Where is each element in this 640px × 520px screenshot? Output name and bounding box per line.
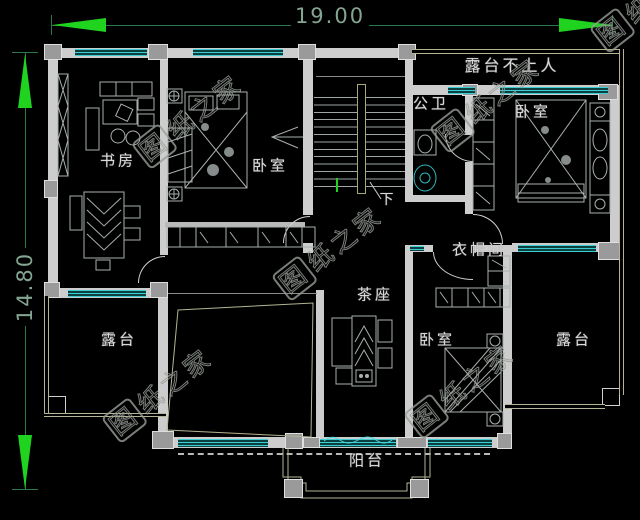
wall-stair-west [405, 48, 413, 196]
room-label-bedroom-bottom: 卧室 [418, 330, 456, 349]
wall-east-bedroom [610, 85, 620, 247]
window-bedroom2-north [500, 87, 608, 94]
dimension-arrow-up [18, 54, 32, 108]
window-terrace-bl [68, 290, 146, 297]
wall-bedroom1-east [303, 58, 313, 215]
bedroom1-bed [166, 88, 303, 202]
top-dimension-tick-left [51, 15, 52, 35]
study-wardrobe [69, 191, 141, 271]
dimension-arrow-right [559, 18, 613, 32]
column [497, 433, 512, 449]
hall-cabinet [166, 226, 316, 248]
balcony-post [284, 479, 303, 498]
bedroom2-side-units [589, 102, 611, 214]
bathroom-toilet [413, 129, 437, 156]
column [303, 437, 320, 448]
column [44, 180, 58, 198]
room-label-bedroom-top-right: 卧室 [514, 102, 552, 121]
column [285, 433, 303, 449]
stair-treads-right [366, 97, 405, 193]
hall-void-edge [165, 293, 317, 294]
window-closet-small [410, 246, 424, 251]
parapet-terrace-br-south [505, 404, 605, 409]
window-south-right [428, 439, 492, 447]
column [44, 282, 60, 298]
room-label-study: 书房 [99, 151, 137, 170]
west-wall-brace [57, 73, 69, 177]
closet-racks [435, 255, 511, 308]
left-dimension-tick-bottom [12, 489, 38, 490]
stairwell-top-edge [316, 76, 405, 77]
width-dimension-text: 19.00 [290, 4, 370, 28]
parapet-terrace-bl-west [44, 296, 49, 414]
wall-west [48, 48, 58, 298]
window-study-north [75, 49, 147, 56]
bedroom2-wardrobe [472, 97, 495, 211]
stair-treads-left [314, 97, 357, 193]
parapet-roof-terrace-north [412, 49, 622, 54]
tea-area-furniture [331, 315, 393, 387]
window-bedroom2-terrace [518, 245, 596, 252]
wall-bedroom-terrace-divider [503, 252, 512, 448]
wall-bath-east-upper [465, 95, 473, 135]
room-label-tea-area: 茶座 [356, 285, 394, 304]
wall-lower-west [158, 288, 168, 448]
stair-down-arrow [369, 181, 382, 200]
bedroom3-bed [444, 333, 504, 427]
stair-stringer [357, 84, 366, 194]
parapet-corner-post [602, 388, 620, 406]
column [298, 44, 316, 60]
bedroom2-bed [515, 99, 587, 203]
window-south-middle [320, 439, 396, 447]
column [44, 44, 62, 60]
eave-dashed-line [178, 453, 490, 455]
room-label-terrace-bottom-left: 露台 [100, 330, 138, 349]
parapet-terrace-bl-south [44, 413, 166, 417]
window-bath-north [448, 87, 475, 94]
wall-study-east-upper [160, 58, 168, 255]
bathroom-sink [413, 164, 437, 192]
column [152, 431, 174, 449]
wall-bath-south [405, 195, 467, 202]
column [148, 44, 168, 60]
room-label-bedroom-top-middle: 卧室 [251, 156, 289, 175]
wall-bath-east-lower [465, 162, 473, 214]
left-dimension-tick-top [12, 52, 38, 53]
wall-closet-west [405, 252, 413, 437]
window-plant-squiggle [323, 436, 393, 444]
dimension-arrow-down [18, 435, 32, 489]
column [397, 437, 427, 448]
room-label-terrace-bottom-right: 露台 [555, 330, 593, 349]
room-label-closet: 衣帽间 [451, 240, 507, 259]
room-label-roof-terrace: 露台不上人 [464, 56, 560, 75]
window-south-left [178, 439, 268, 447]
balcony-post [410, 479, 429, 498]
room-label-balcony: 阳台 [348, 451, 386, 470]
study-desk [85, 81, 155, 151]
void-outline [166, 302, 314, 438]
window-bedroom1-north [193, 49, 283, 56]
wall-bedroom1-east-stub [303, 243, 313, 253]
wall-mid-row-b [473, 245, 512, 252]
stair-down-label: 下 [379, 192, 397, 208]
wall-bedroom1-south [165, 222, 305, 227]
room-label-bathroom: 公卫 [412, 94, 450, 113]
dimension-arrow-left [52, 18, 106, 32]
parapet-east [619, 49, 624, 395]
wall-tea-west [316, 290, 324, 448]
stair-direction-mark [336, 178, 338, 192]
